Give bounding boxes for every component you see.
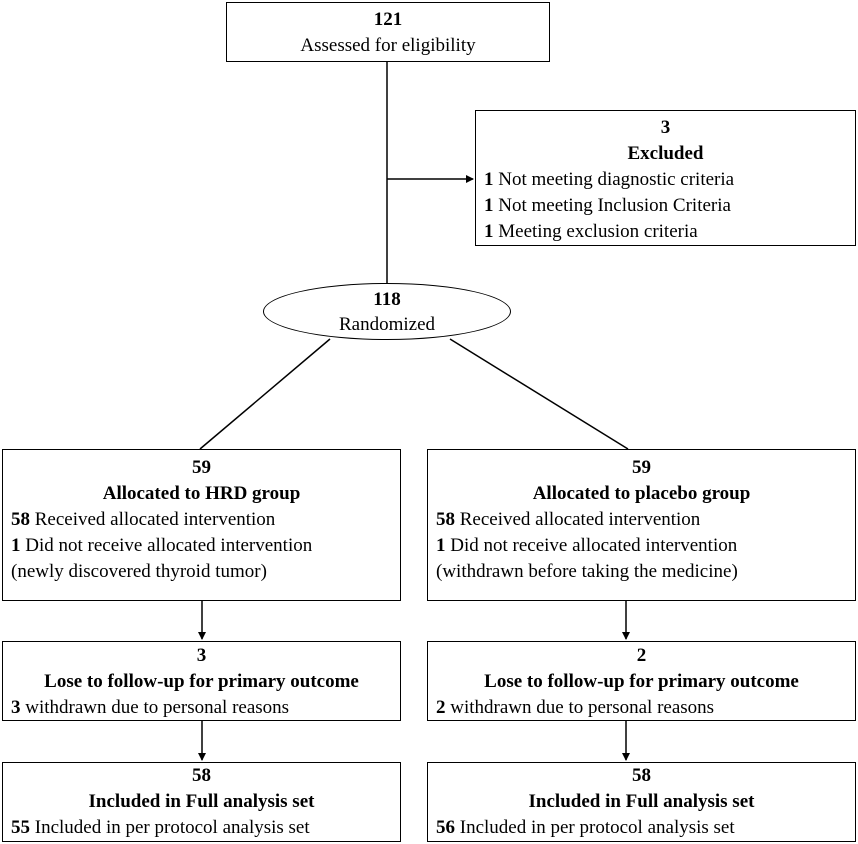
hrd-per-protocol: 55 Included in per protocol analysis set <box>11 817 310 838</box>
placebo-followup-title: Lose to follow-up for primary outcome <box>484 671 799 692</box>
randomized-ellipse: 118 Randomized <box>263 283 511 340</box>
hrd-followup-title: Lose to follow-up for primary outcome <box>44 671 359 692</box>
hrd-followup-box: 3 Lose to follow-up for primary outcome … <box>2 641 401 721</box>
hrd-not-received-reason: (newly discovered thyroid tumor) <box>11 561 267 582</box>
connector-randomized-to-hrd <box>199 338 331 450</box>
placebo-followup-box: 2 Lose to follow-up for primary outcome … <box>427 641 856 721</box>
randomized-label: Randomized <box>338 314 436 335</box>
placebo-per-protocol: 56 Included in per protocol analysis set <box>436 817 735 838</box>
assessed-count: 121 <box>373 9 403 30</box>
hrd-analysis-title: Included in Full analysis set <box>88 791 315 812</box>
placebo-not-received-reason: (withdrawn before taking the medicine) <box>436 561 738 582</box>
hrd-allocation-title: Allocated to HRD group <box>102 483 301 504</box>
placebo-allocation-count: 59 <box>632 457 651 478</box>
placebo-followup-count: 2 <box>636 645 647 666</box>
placebo-analysis-title: Included in Full analysis set <box>528 791 755 812</box>
excluded-box: 3 Excluded 1 Not meeting diagnostic crit… <box>475 110 856 246</box>
assessed-box: 121 Assessed for eligibility <box>226 2 550 62</box>
placebo-received: 58 Received allocated intervention <box>436 509 701 530</box>
hrd-analysis-count: 58 <box>192 765 211 786</box>
excluded-item: 1 Not meeting Inclusion Criteria <box>484 195 731 216</box>
hrd-not-received: 1 Did not receive allocated intervention <box>11 535 313 556</box>
excluded-item: 1 Not meeting diagnostic criteria <box>484 169 735 190</box>
placebo-allocation-box: 59 Allocated to placebo group 58 Receive… <box>427 449 856 601</box>
placebo-analysis-count: 58 <box>632 765 651 786</box>
placebo-not-received: 1 Did not receive allocated intervention <box>436 535 738 556</box>
hrd-followup-count: 3 <box>196 645 207 666</box>
placebo-withdrawn: 2 withdrawn due to personal reasons <box>436 697 715 718</box>
hrd-allocation-count: 59 <box>192 457 211 478</box>
randomized-count: 118 <box>373 289 401 310</box>
connector-randomized-to-placebo <box>449 338 629 450</box>
excluded-item: 1 Meeting exclusion criteria <box>484 221 698 242</box>
hrd-allocation-box: 59 Allocated to HRD group 58 Received al… <box>2 449 401 601</box>
excluded-title: Excluded <box>627 143 704 164</box>
excluded-count: 3 <box>660 117 671 138</box>
hrd-received: 58 Received allocated intervention <box>11 509 276 530</box>
assessed-label: Assessed for eligibility <box>300 35 476 56</box>
hrd-analysis-box: 58 Included in Full analysis set 55 Incl… <box>2 762 401 842</box>
hrd-withdrawn: 3 withdrawn due to personal reasons <box>11 697 290 718</box>
placebo-analysis-box: 58 Included in Full analysis set 56 Incl… <box>427 762 856 842</box>
placebo-allocation-title: Allocated to placebo group <box>532 483 751 504</box>
